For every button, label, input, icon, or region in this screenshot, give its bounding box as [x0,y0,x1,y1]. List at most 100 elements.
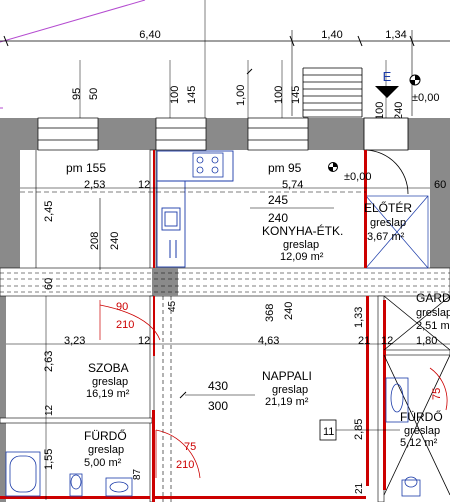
dim-95: 95 [71,88,83,100]
eloter-red-edge [364,150,367,268]
dim-12-mid: 12 [138,335,150,347]
dim-100b: 100 [273,86,285,104]
dim-1-34: 1,34 [385,29,406,41]
mid-width-dim: 5,74 [282,179,303,191]
bath-red-75: 75 [431,388,443,400]
dim-208: 208 [89,232,101,250]
dim-100a: 100 [169,86,181,104]
nappali-dim-300: 300 [208,399,228,413]
kitchen-name: KONYHA-ÉTK. [262,223,343,238]
level-target-icon [409,74,421,86]
kitchen-cabinets [156,150,234,268]
dim-3-23: 3,23 [64,335,85,347]
garderob-dim: 1,80 [416,335,437,347]
exterior-walls [0,118,450,502]
shower-icon [385,377,409,423]
szoba-name: SZOBA [88,361,129,375]
kitchen-dim-240: 240 [268,211,288,225]
nappali-dim-430: 430 [208,379,228,393]
dim-240-mid: 240 [283,302,295,320]
entrance-stairs [302,67,363,118]
top-dimension-chain [0,30,450,116]
entrance-door [363,117,409,196]
dim-50: 50 [88,88,100,100]
dim-45: 45 [167,300,178,312]
left-parapet-label: pm 155 [66,161,106,175]
dim-1-40: 1,40 [321,29,342,41]
nappali-floor: greslap [272,384,308,396]
kitchen-dim-245: 245 [268,193,288,207]
dim-100c: 100 [374,102,386,120]
furdo-left-dim-1-55: 1,55 [43,449,55,470]
dim-240-left: 240 [109,232,121,250]
szoba-dim-12: 12 [44,404,55,416]
furdo-right-area: 5,12 m² [400,437,438,449]
red-wall-accents [0,150,386,502]
mid-level-label: ±0,00 [344,171,371,183]
eloter-name: ELŐTÉR [364,200,412,215]
site-line [0,0,146,43]
garderob-floor: greslap [416,307,450,319]
szoba-area: 16,19 m² [86,388,130,400]
bath-left-door-swing [155,429,201,479]
szoba-floor: greslap [92,376,128,388]
kitchen-floor: greslap [283,239,319,251]
right-width-dim: 60 [434,179,446,191]
garderob-name: GARD [416,291,450,305]
szoba-dim-2-63: 2,63 [43,351,55,372]
dim-21: 21 [358,335,370,347]
door-tag-11: 11 [323,426,334,438]
eloter-area: 3,67 m² [367,231,405,243]
eloter-outline [365,195,429,269]
dim-145a: 145 [186,86,198,104]
dim-368: 368 [264,304,276,322]
furdo-left-dim-87: 87 [132,468,143,480]
dim-21-right: 21 [354,482,365,494]
garderob-cross [383,295,450,351]
dim-6-40: 6,40 [139,29,160,41]
bath-door-swing [429,367,448,411]
level-0-00-entrance: ±0,00 [412,92,439,104]
furdo-left-floor: greslap [88,444,124,456]
kitchen-area: 12,09 m² [280,251,324,263]
interior-walls [0,149,450,502]
furdo-left-name: FÜRDŐ [84,428,127,443]
furdo-left-area: 5,00 m² [84,457,122,469]
wall-dashed-lines [0,272,450,502]
dim-240-door: 240 [393,102,405,120]
dim-60-left: 60 [43,278,55,290]
bath-left-red-210: 210 [176,459,194,471]
furdo-right-floor: greslap [404,425,440,437]
dim-2-45: 2,45 [43,201,55,222]
sink-icon-left [105,477,133,497]
kitchen-outlet-icon [169,240,177,258]
sep-dim-a: 12 [138,179,150,191]
nappali-name: NAPPALI [262,369,312,383]
furdo-right-name: FÜRDŐ [400,409,443,424]
garderob-area: 2,51 m [416,320,450,332]
level-target-icon-2 [328,162,338,172]
nappali-area: 21,19 m² [265,396,309,408]
door-swing-arc [99,304,161,341]
toilet-icon-right [401,476,421,497]
dim-1-00: 1,00 [235,85,247,106]
left-width-dim: 2,53 [84,179,105,191]
windows [37,117,309,151]
dim-12-right: 12 [381,335,393,347]
stove-icon [192,152,224,178]
door-red-90: 90 [116,301,128,313]
mid-parapet-label: pm 95 [268,161,302,175]
entrance-arrow-icon [375,86,399,98]
entrance-marker-letter: E [383,69,392,84]
dim-145b: 145 [290,86,302,104]
window-dimension-labels [79,0,387,118]
eloter-floor: greslap [370,217,406,229]
bath-left-red-75: 75 [184,441,196,453]
toilet-icon-left [69,473,83,497]
dim-4-63: 4,63 [258,335,279,347]
door-red-210: 210 [116,319,134,331]
dim-1-33: 1,33 [353,307,365,328]
bathtub-icon [5,451,41,497]
